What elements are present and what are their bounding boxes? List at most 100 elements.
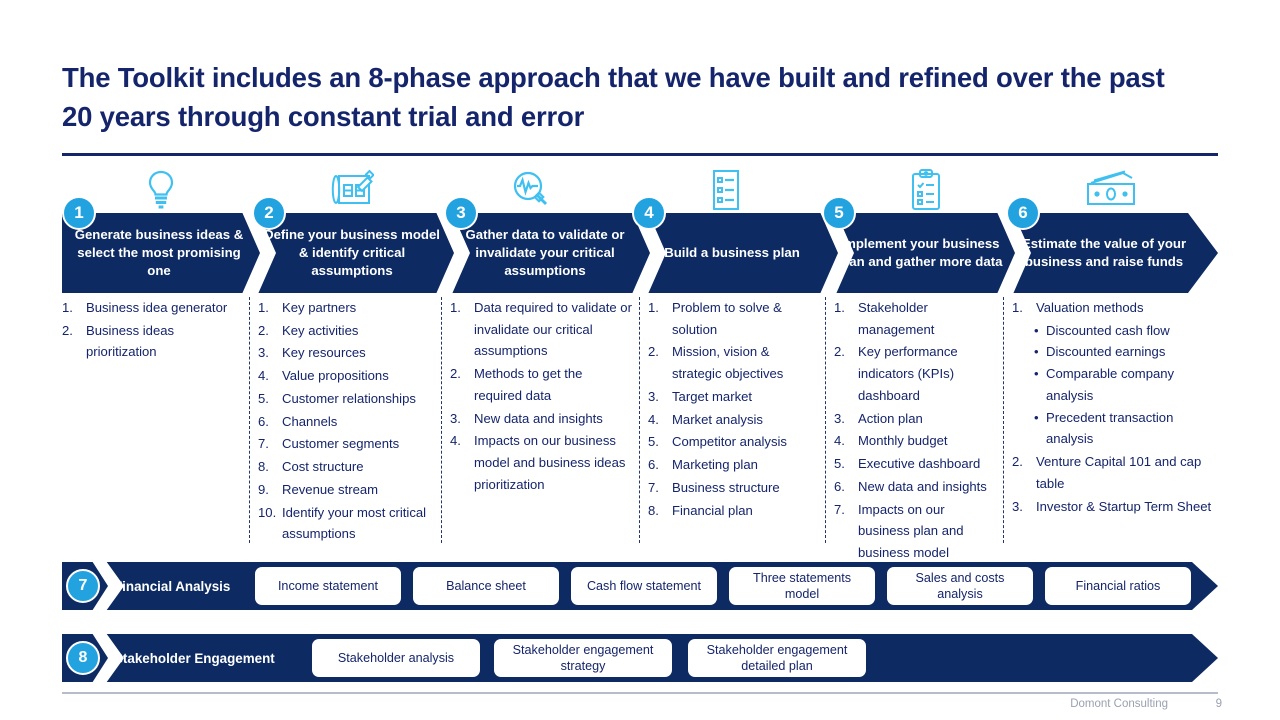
list-item[interactable]: 2.Venture Capital 101 and cap table: [1012, 451, 1216, 494]
list-item[interactable]: 3.Key resources: [258, 342, 436, 364]
list-item[interactable]: 6.New data and insights: [834, 476, 998, 498]
phase-number-4[interactable]: 4: [632, 196, 666, 230]
list-text: Venture Capital 101 and cap table: [1036, 454, 1202, 491]
banknotes-icon: [1081, 168, 1141, 212]
phase-label-6[interactable]: Estimate the value of your business and …: [1021, 235, 1187, 269]
list-item[interactable]: 8.Cost structure: [258, 456, 436, 478]
chip-stakeholder-analysis[interactable]: Stakeholder analysis: [312, 639, 480, 677]
list-text: Value propositions: [282, 368, 389, 384]
chip-financial-ratios[interactable]: Financial ratios: [1045, 567, 1191, 605]
chip-income-statement[interactable]: Income statement: [255, 567, 401, 605]
list-item[interactable]: 7.Impacts on our business plan and busin…: [834, 499, 998, 564]
column-divider-4: [825, 297, 826, 543]
list-item[interactable]: 4.Value propositions: [258, 365, 436, 387]
column-divider-1: [249, 297, 250, 543]
list-text: Valuation methods: [1036, 300, 1144, 315]
list-item[interactable]: 9.Revenue stream: [258, 479, 436, 501]
chip-sales-and-costs-analysis[interactable]: Sales and costs analysis: [887, 567, 1033, 605]
list-index: 2.: [450, 366, 461, 382]
phase-number-2[interactable]: 2: [252, 196, 286, 230]
chip-balance-sheet[interactable]: Balance sheet: [413, 567, 559, 605]
list-index: 3.: [258, 345, 269, 361]
chip-cash-flow-statement[interactable]: Cash flow statement: [571, 567, 717, 605]
phase-list-4: 1.Problem to solve & solution 2.Mission,…: [640, 297, 820, 521]
list-text: Customer segments: [282, 436, 400, 452]
sublist-item[interactable]: Discounted earnings: [1034, 341, 1216, 363]
list-item[interactable]: 4.Market analysis: [648, 409, 820, 431]
phase-number-1[interactable]: 1: [62, 196, 96, 230]
list-index: 2.: [648, 344, 659, 360]
list-item[interactable]: 2.Business ideas prioritization: [62, 320, 244, 363]
list-item[interactable]: 4.Impacts on our business model and busi…: [450, 430, 634, 495]
list-item[interactable]: 3.Action plan: [834, 408, 998, 430]
list-index: 2.: [258, 322, 269, 338]
list-index: 7.: [834, 501, 845, 517]
banner-7-title: Financial Analysis: [114, 578, 231, 594]
list-index: 10.: [258, 504, 277, 520]
list-index: 2.: [834, 344, 845, 360]
column-divider-3: [639, 297, 640, 543]
list-item[interactable]: 1.Data required to validate or invalidat…: [450, 297, 634, 362]
sublist: Discounted cash flow Discounted earnings…: [1034, 320, 1216, 450]
phase-column-5: 1.Stakeholder management 2.Key performan…: [826, 297, 1004, 560]
magnifier-pulse-icon: [501, 168, 561, 212]
list-index: 3.: [648, 388, 659, 404]
phase-number-3[interactable]: 3: [444, 196, 478, 230]
chip-three-statements-model[interactable]: Three statements model: [729, 567, 875, 605]
list-item[interactable]: 3.Target market: [648, 386, 820, 408]
sublist-item[interactable]: Comparable company analysis: [1034, 363, 1216, 406]
list-index: 1.: [62, 300, 73, 315]
list-item[interactable]: 4.Monthly budget: [834, 430, 998, 452]
phase-number-5[interactable]: 5: [822, 196, 856, 230]
phase-label-2[interactable]: Define your business model & identify cr…: [264, 226, 440, 279]
banner-financial-analysis: 7 Financial Analysis Income statement Ba…: [62, 561, 1218, 611]
list-item[interactable]: 1.Stakeholder management: [834, 297, 998, 340]
list-item[interactable]: 1.Problem to solve & solution: [648, 297, 820, 340]
phase-label-3[interactable]: Gather data to validate or invalidate yo…: [465, 226, 625, 279]
list-item[interactable]: 3.Investor & Startup Term Sheet: [1012, 496, 1216, 518]
list-item[interactable]: 6.Channels: [258, 411, 436, 433]
sublist-item[interactable]: Discounted cash flow: [1034, 320, 1216, 342]
list-text: Data required to validate or invalidate …: [474, 300, 632, 359]
list-item[interactable]: 10. Identify your most critical assumptio…: [258, 502, 436, 545]
list-item[interactable]: 2. Key activities: [258, 320, 436, 342]
list-item[interactable]: 2.Key performance indicators (KPIs) dash…: [834, 341, 998, 406]
list-item[interactable]: 5.Competitor analysis: [648, 431, 820, 453]
list-text: Monthly budget: [858, 433, 948, 449]
list-item[interactable]: 5.Customer relationships: [258, 388, 436, 410]
footer-divider: [62, 692, 1218, 694]
list-item[interactable]: 7.Customer segments: [258, 433, 436, 455]
sublist-item[interactable]: Precedent transaction analysis: [1034, 407, 1216, 450]
list-text: Key partners: [282, 300, 357, 315]
phase-column-1: 1.Business idea generator 2.Business ide…: [62, 297, 250, 545]
list-index: 4.: [648, 411, 659, 427]
title-divider: [62, 153, 1218, 156]
phase-label-1[interactable]: Generate business ideas & select the mos…: [74, 226, 244, 279]
list-text: Identify your most critical assumptions: [282, 504, 427, 542]
list-index: 5.: [258, 390, 269, 406]
chip-stakeholder-engagement-strategy[interactable]: Stakeholder engagement strategy: [494, 639, 672, 677]
phase-label-4[interactable]: Build a business plan: [664, 244, 800, 260]
list-item[interactable]: 7.Business structure: [648, 477, 820, 499]
list-text: Key activities: [282, 322, 359, 338]
chip-stakeholder-engagement-detailed-plan[interactable]: Stakeholder engagement detailed plan: [688, 639, 866, 677]
list-item[interactable]: 2.Mission, vision & strategic objectives: [648, 341, 820, 384]
list-text: Stakeholder management: [858, 300, 935, 337]
banner-number-8[interactable]: 8: [66, 641, 100, 675]
page-title: The Toolkit includes an 8-phase approach…: [62, 62, 1165, 133]
list-index: 5.: [648, 434, 659, 450]
phase-number-6[interactable]: 6: [1006, 196, 1040, 230]
phase-content-columns: 1.Business idea generator 2.Business ide…: [62, 297, 1222, 560]
phase-label-5[interactable]: Implement your business plan and gather …: [837, 235, 1003, 269]
list-item[interactable]: 1.Key partners: [258, 297, 436, 319]
list-item[interactable]: 1. Valuation methods Discounted cash flo…: [1012, 297, 1216, 450]
blueprint-pencil-icon: [321, 168, 381, 212]
list-item[interactable]: 1.Business idea generator: [62, 297, 244, 319]
banner-number-7[interactable]: 7: [66, 569, 100, 603]
list-item[interactable]: 2.Methods to get the required data: [450, 363, 634, 406]
list-item[interactable]: 6.Marketing plan: [648, 454, 820, 476]
list-item[interactable]: 8.Financial plan: [648, 500, 820, 522]
list-item[interactable]: 5.Executive dashboard: [834, 453, 998, 475]
list-item[interactable]: 3.New data and insights: [450, 408, 634, 430]
list-text: New data and insights: [858, 478, 987, 494]
